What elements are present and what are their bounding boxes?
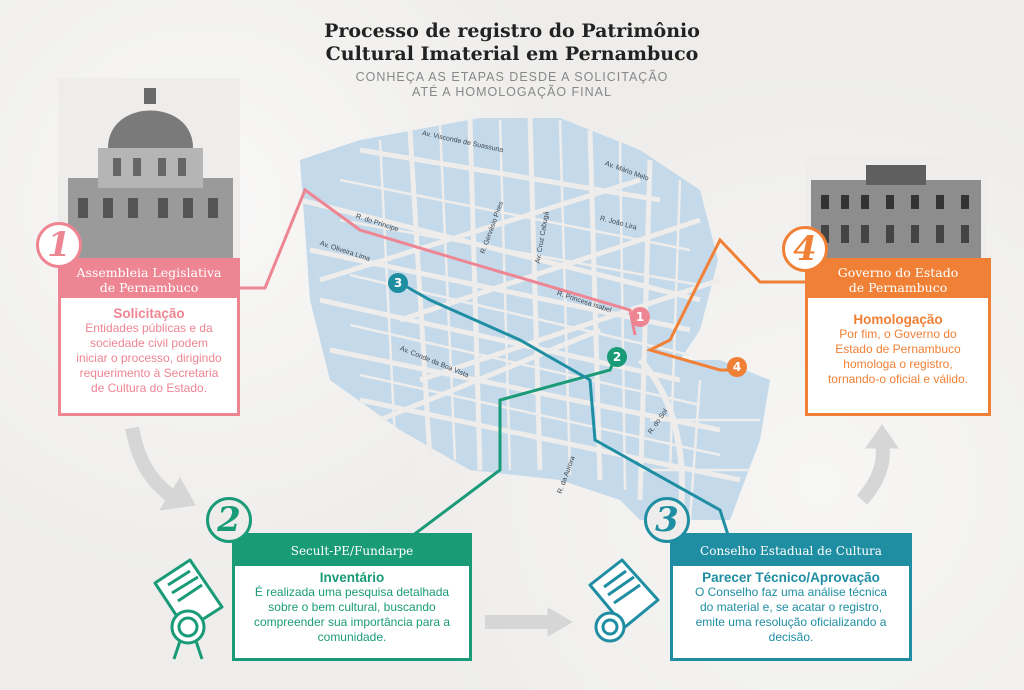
map-marker-label: 2 <box>613 350 621 364</box>
map-marker-label: 3 <box>394 276 402 290</box>
map-marker-label: 1 <box>636 310 644 324</box>
map-area <box>299 117 770 521</box>
step1-title: Solicitação <box>113 306 185 321</box>
step3-title: Parecer Técnico/Aprovação <box>702 570 880 585</box>
map-marker-1 <box>630 307 650 327</box>
route-step3 <box>399 281 730 536</box>
route-step2 <box>379 357 617 562</box>
map-marker-3 <box>388 273 408 293</box>
page-title: Processo de registro do Patrimônio Cultu… <box>324 20 700 65</box>
step4-title: Homologação <box>853 312 943 327</box>
map-marker-2 <box>607 347 627 367</box>
routes <box>240 187 805 562</box>
step2-card: Secult-PE/Fundarpe Inventário É realizad… <box>232 533 472 661</box>
certificate-document-icon <box>588 558 660 643</box>
step2-title: Inventário <box>319 570 385 585</box>
step3-number-badge: 3 <box>644 497 690 543</box>
route-step4 <box>645 237 805 372</box>
page-subtitle: CONHEÇA AS ETAPAS DESDE A SOLICITAÇÃO AT… <box>355 70 669 99</box>
assembleia-building-photo <box>58 78 240 258</box>
map-markers: 1 2 3 4 <box>388 273 747 377</box>
route-step1 <box>240 187 637 336</box>
step3-card: Conselho Estadual de Cultura Parecer Téc… <box>670 533 912 661</box>
step3-header: Conselho Estadual de Cultura <box>673 536 909 566</box>
map-marker-4 <box>727 357 747 377</box>
step1-number-badge: 1 <box>36 222 82 268</box>
map-marker-label: 4 <box>733 360 741 374</box>
governo-building-photo <box>806 155 986 258</box>
flow-arrows <box>125 424 899 637</box>
step2-number-badge: 2 <box>206 497 252 543</box>
step2-header: Secult-PE/Fundarpe <box>235 536 469 566</box>
document-magnifier-icon <box>153 558 224 660</box>
step4-number-badge: 4 <box>782 226 828 272</box>
